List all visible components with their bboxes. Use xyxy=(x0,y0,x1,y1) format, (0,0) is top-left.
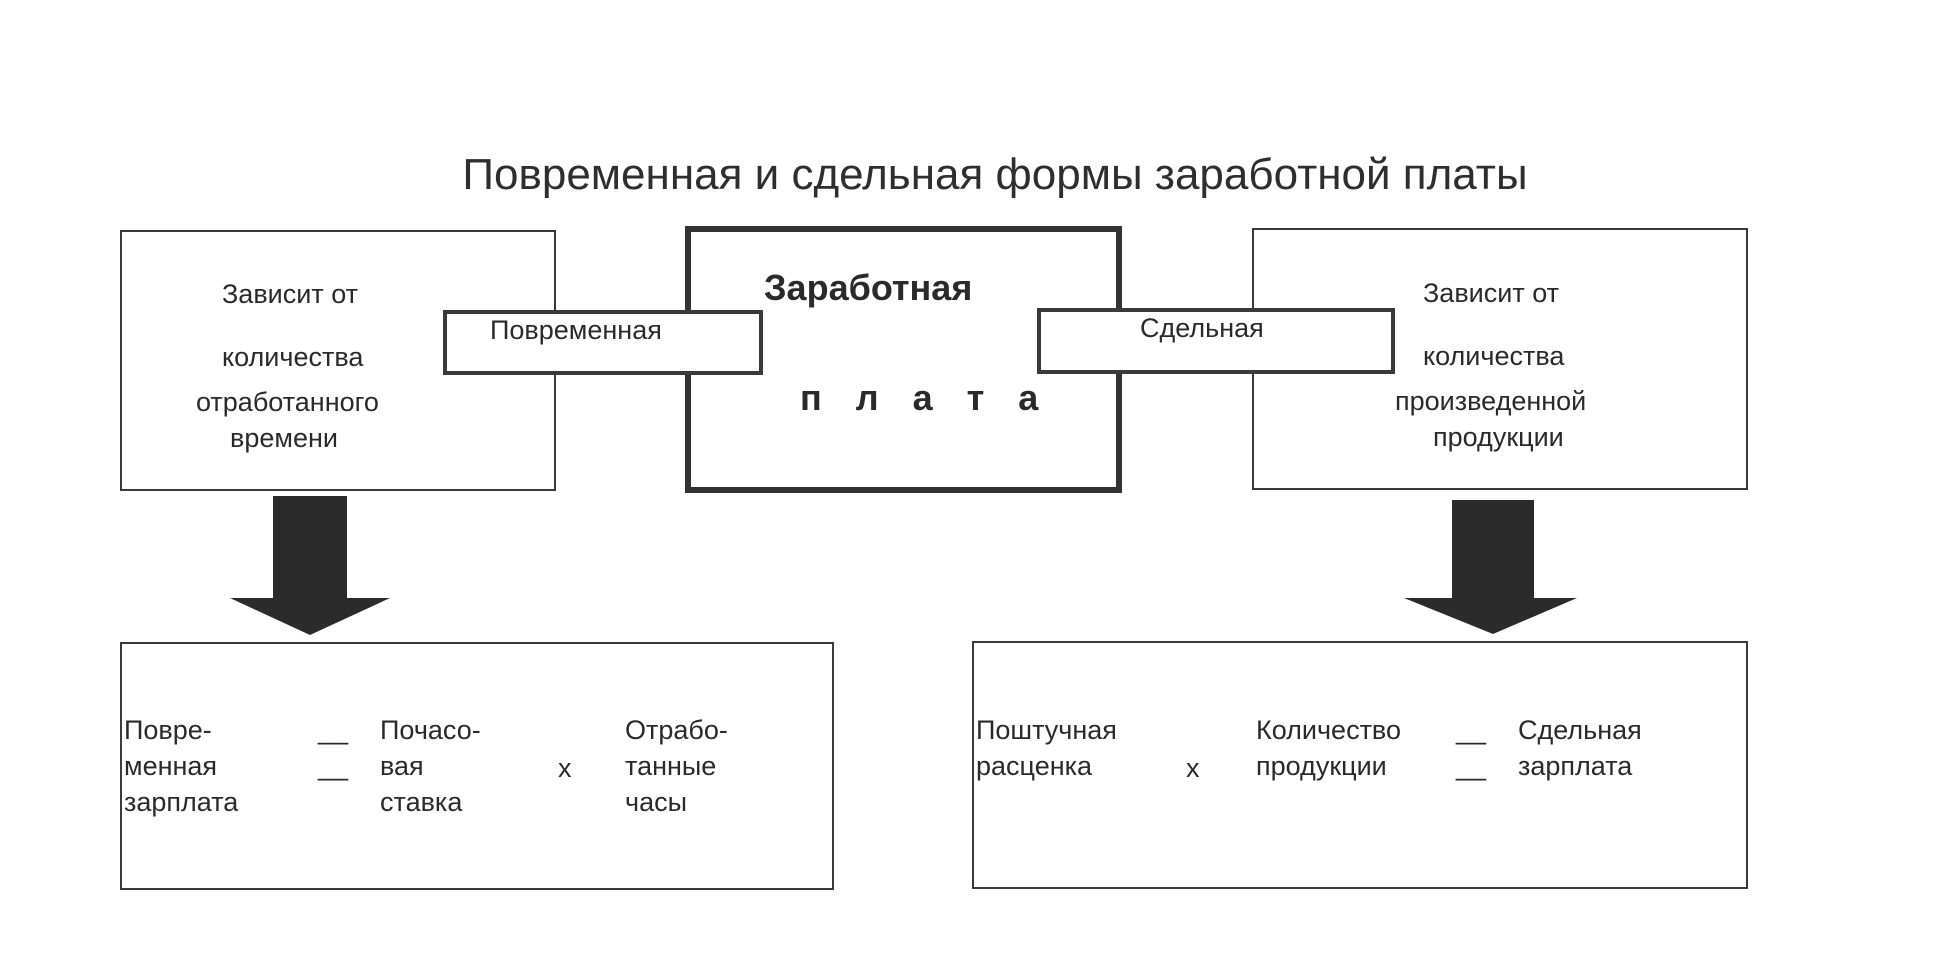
time-wage-equals-sign: __ __ xyxy=(318,715,349,781)
time-box-line-4: времени xyxy=(230,423,338,453)
wage-center-line-2: п л а т а xyxy=(800,377,1051,418)
time-wage-multiply-sign: х xyxy=(558,753,572,783)
time-box-line-1: Зависит от xyxy=(222,279,358,309)
piece-wage-multiply-sign: х xyxy=(1186,753,1200,783)
output-box-line-3: произведенной xyxy=(1395,386,1587,416)
output-box-line-1: Зависит от xyxy=(1423,278,1559,308)
time-wage-term-1: Повре- менная зарплата xyxy=(124,715,239,817)
output-box-line-4: продукции xyxy=(1433,422,1564,452)
time-wage-term-2: Почасо- вая ставка xyxy=(380,715,481,817)
time-box-line-2: количества xyxy=(222,342,364,372)
piece-wage-term-3: Сдельная зарплата xyxy=(1518,715,1642,781)
piece-wage-term-2: Количество продукции xyxy=(1256,715,1401,781)
time-wage-formula-box xyxy=(120,642,834,890)
wage-center-line-1: Заработная xyxy=(764,267,973,308)
time-box-line-3: отработанного xyxy=(196,387,379,417)
piece-wage-term-1: Поштучная расценка xyxy=(976,715,1117,781)
time-based-label: Повременная xyxy=(490,315,662,345)
diagram-title: Повременная и сдельная формы заработной … xyxy=(462,150,1528,199)
output-box-line-2: количества xyxy=(1423,341,1565,371)
piece-wage-equals-sign: __ __ xyxy=(1456,715,1487,781)
right-down-arrow xyxy=(1404,500,1577,634)
left-down-arrow xyxy=(230,496,390,635)
time-wage-term-3: Отрабо- танные часы xyxy=(625,715,728,817)
piece-rate-label: Сдельная xyxy=(1140,313,1264,343)
piece-rate-label-box xyxy=(1037,308,1395,374)
time-based-label-box xyxy=(443,310,763,375)
piece-wage-formula-box xyxy=(972,641,1748,889)
